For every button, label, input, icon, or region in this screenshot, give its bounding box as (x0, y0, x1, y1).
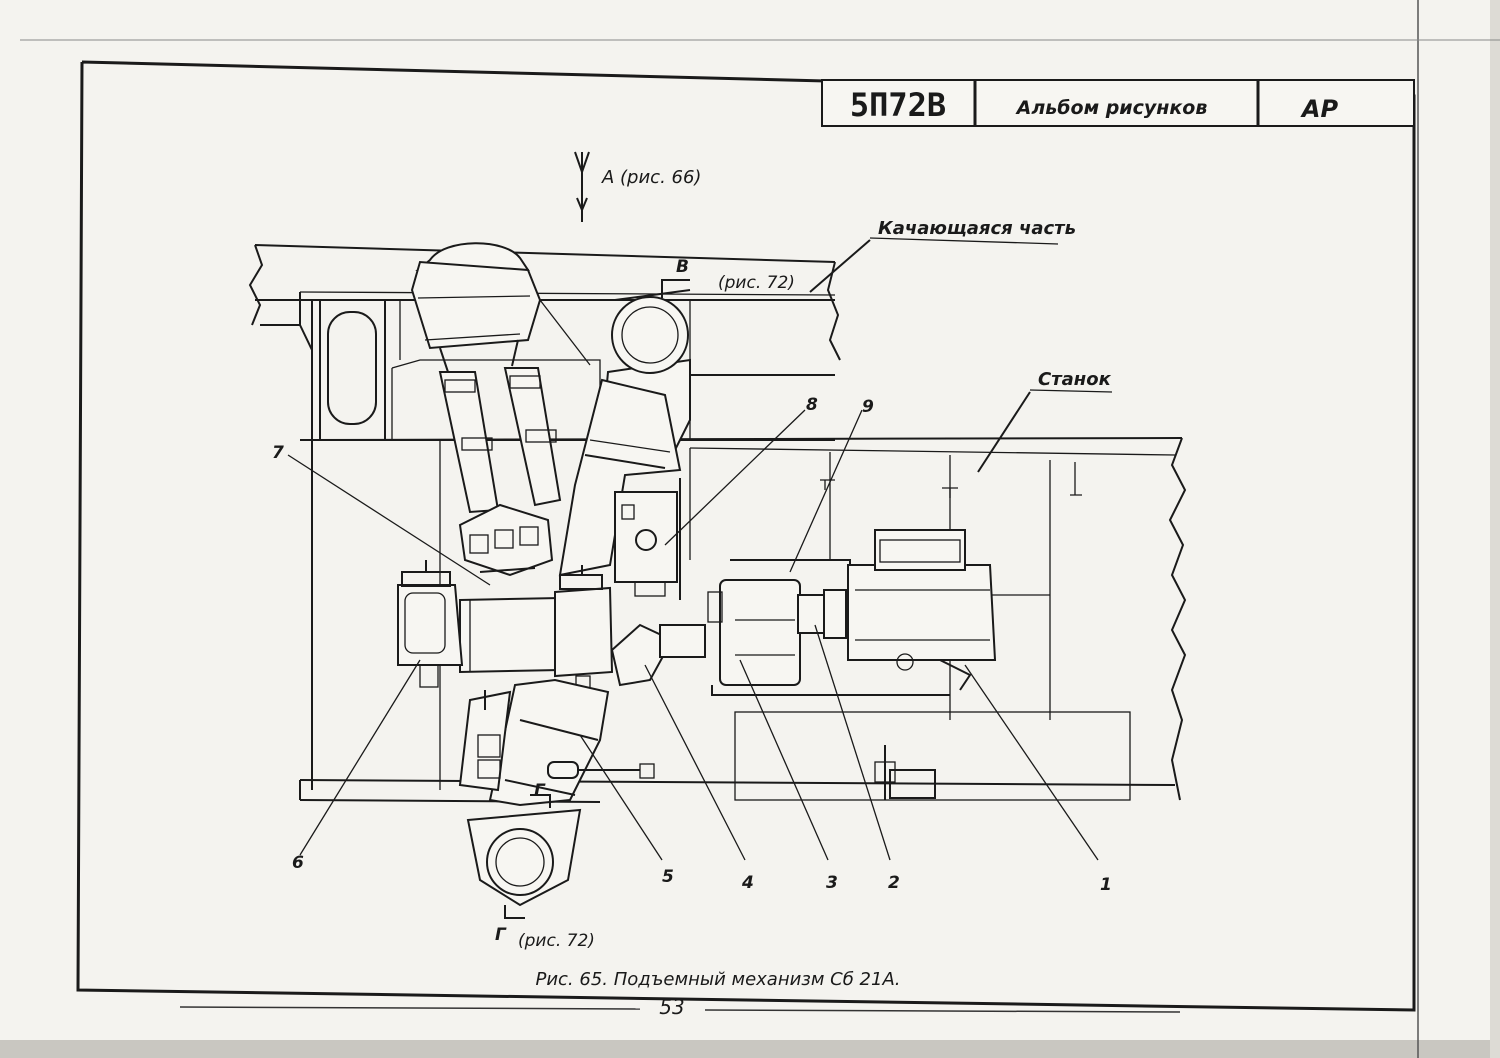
callout-3: 3 (826, 873, 838, 893)
component-5-lower-housing (488, 678, 655, 807)
swinging-part-text: Качающаяся часть (878, 218, 1076, 239)
upper-drive-motor (410, 242, 542, 373)
main-horizontal-shaft (459, 567, 561, 674)
callout-5: 5 (662, 867, 674, 887)
album-title: Альбом рисунков (1015, 97, 1208, 119)
sheet-code: АР (1300, 95, 1339, 123)
center-gear-housing (554, 565, 614, 691)
upper-clamp-assembly (458, 503, 554, 577)
section-g-top-mark: Г (534, 781, 546, 801)
component-2-coupling (797, 589, 847, 639)
section-g-bottom-mark: Г (495, 925, 507, 945)
upper-diagonal-housing (558, 378, 682, 577)
page-number: 53 (659, 995, 684, 1019)
callout-6: 6 (292, 853, 304, 873)
lower-g-motor: Г Г (рис. 72) (466, 781, 595, 951)
callout-7: 7 (272, 443, 284, 463)
component-3-gearbox (707, 559, 950, 696)
machine-frame-text: Станок (1038, 369, 1112, 390)
callout-leaders (287, 409, 1099, 861)
view-arrow-a: А (рис. 66) (574, 151, 701, 222)
figure-caption: Рис. 65. Подъемный механизм Сб 21А. (535, 969, 900, 990)
component-1-motor (847, 529, 997, 691)
component-8-gearbox (614, 478, 681, 600)
view-a-label: А (рис. 66) (601, 167, 701, 188)
section-v-ref: (рис. 72) (718, 273, 795, 293)
section-g-ref: (рис. 72) (518, 931, 595, 951)
page-footer: 53 (179, 995, 1181, 1019)
drawing-code: 5П72В (850, 86, 946, 124)
callout-1: 1 (1100, 875, 1112, 895)
section-v-top-mark: В (676, 257, 689, 277)
swinging-part-label: Качающаяся часть (809, 218, 1076, 293)
callout-4: 4 (741, 873, 754, 893)
title-block: 5П72В Альбом рисунков АР (821, 79, 1415, 127)
callout-9: 9 (862, 397, 874, 417)
component-4-connector (610, 623, 706, 687)
callout-numbers: 1 2 3 4 5 6 7 8 9 (272, 395, 1112, 895)
machine-frame-label: Станок (977, 369, 1113, 473)
component-6-housing (397, 560, 464, 688)
callout-8: 8 (806, 395, 818, 415)
drawing-frame (76, 60, 1416, 1012)
callout-2: 2 (888, 873, 900, 893)
lower-valve-block (458, 690, 512, 792)
